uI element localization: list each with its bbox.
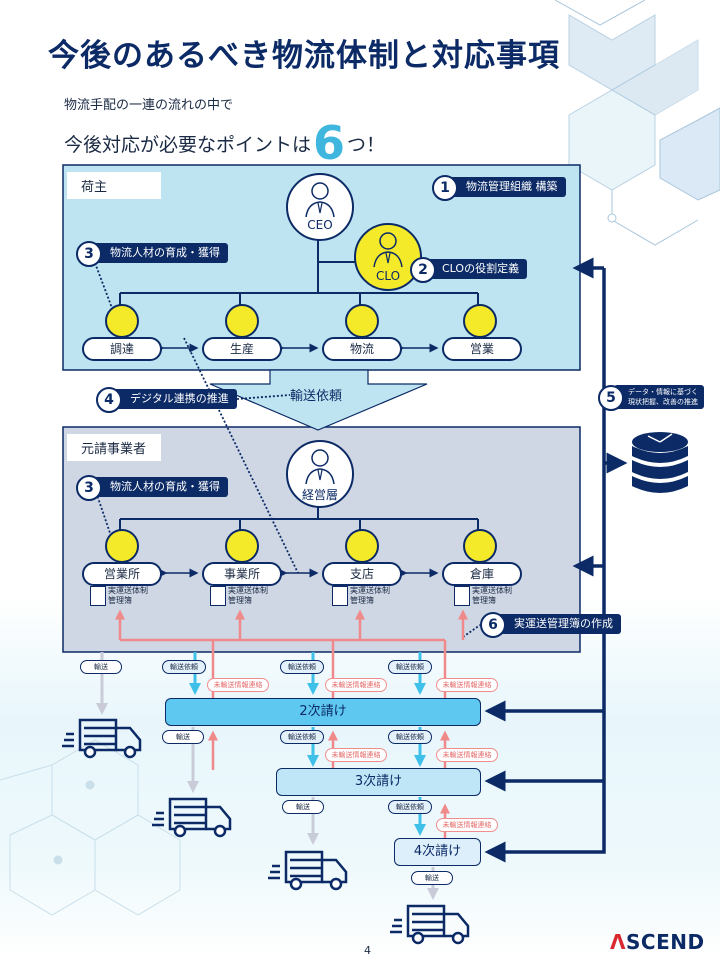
point-6-number: 6: [480, 612, 506, 638]
dept-production: 生産: [202, 337, 282, 361]
document-icon: [210, 586, 226, 606]
database-icon: [632, 432, 688, 493]
dept-logistics: 物流: [322, 337, 402, 361]
shipper-panel-label: 荷主: [67, 172, 161, 199]
transport-label: 輸送: [411, 871, 453, 885]
person-icon: [225, 529, 259, 563]
dept-branch: 支店: [322, 562, 402, 586]
dept-sales: 営業: [442, 337, 522, 361]
point-3-number-shipper: 3: [76, 241, 102, 267]
person-icon: [373, 232, 403, 268]
truck-icon: [152, 797, 232, 838]
tier-4-box: 4次請け: [394, 838, 481, 866]
ledger-label: 実運送体制管理簿: [472, 586, 512, 605]
request-label: 輸送依頼: [388, 800, 432, 814]
person-icon: [305, 182, 335, 218]
truck-icon: [268, 850, 348, 891]
point-count: 6: [313, 116, 346, 170]
transport-label: 輸送: [282, 800, 324, 814]
request-label: 輸送依頼: [388, 660, 432, 674]
person-icon: [225, 304, 259, 338]
info-contact-label: 未輸送情報連絡: [207, 678, 269, 692]
person-icon: [105, 529, 139, 563]
request-label: 輸送依頼: [388, 730, 432, 744]
truck-icon: [62, 718, 142, 759]
document-icon: [332, 586, 348, 606]
page-number: 4: [364, 944, 371, 957]
dept-warehouse: 倉庫: [442, 562, 522, 586]
info-contact-label: 未輸送情報連絡: [436, 678, 498, 692]
tier-3-box: 3次請け: [276, 768, 481, 796]
person-icon: [463, 529, 497, 563]
prime-panel-label: 元請事業者: [67, 434, 161, 461]
dept-business-office: 事業所: [202, 562, 282, 586]
point-1-number: 1: [432, 175, 458, 201]
point-5-line1: データ・情報に基づく: [628, 388, 698, 396]
executive-label: 経営層: [301, 488, 338, 502]
subtitle-suffix: つ！: [347, 134, 386, 156]
request-label: 輸送依頼: [162, 660, 206, 674]
subtitle-line1: 物流手配の一連の流れの中で: [64, 98, 234, 113]
point-2-tag: CLOの役割定義: [424, 259, 528, 279]
point-3-number-prime: 3: [76, 475, 102, 501]
ceo-label: CEO: [307, 218, 333, 232]
transport-label: 輸送: [80, 660, 122, 674]
request-label: 輸送依頼: [280, 660, 324, 674]
info-contact-label: 未輸送情報連絡: [436, 748, 498, 762]
person-icon: [305, 449, 335, 485]
person-icon: [463, 304, 497, 338]
person-icon: [105, 304, 139, 338]
point-1-tag: 物流管理組織 構築: [448, 177, 566, 197]
truck-icon: [390, 904, 470, 945]
tier-2-box: 2次請け: [165, 698, 481, 726]
ledger-label: 実運送体制管理簿: [350, 586, 390, 605]
ledger-label: 実運送体制管理簿: [108, 586, 148, 605]
point-6-tag: 実運送管理簿の作成: [496, 614, 621, 634]
point-3-tag-shipper: 物流人材の育成・獲得: [92, 243, 228, 263]
dept-procurement: 調達: [82, 337, 162, 361]
document-icon: [90, 586, 106, 606]
point-5-line2: 現状把握、改善の推進: [628, 398, 698, 406]
transport-request-label: 輸送依頼: [290, 389, 343, 404]
ledger-label: 実運送体制管理簿: [228, 586, 268, 605]
info-contact-label: 未輸送情報連絡: [436, 818, 498, 832]
point-5-tag: データ・情報に基づく 現状把握、改善の推進: [614, 385, 704, 409]
clo-node: CLO: [354, 223, 422, 291]
point-4-tag: デジタル連携の推進: [112, 389, 237, 409]
hexagon-decoration-top: [554, 0, 720, 246]
transport-label: 輸送: [162, 730, 204, 744]
point-2-number: 2: [410, 257, 436, 283]
person-icon: [345, 304, 379, 338]
ceo-node: CEO: [286, 173, 354, 241]
brand-logo-accent: Λ: [610, 930, 626, 954]
executive-node: 経営層: [286, 440, 354, 508]
info-contact-label: 未輸送情報連絡: [325, 678, 387, 692]
point-3-tag-prime: 物流人材の育成・獲得: [92, 477, 228, 497]
brand-logo-text: SCEND: [625, 930, 705, 954]
subtitle-prefix: 今後対応が必要なポイントは: [64, 134, 312, 156]
brand-logo: ΛSCEND: [610, 930, 705, 954]
point-4-number: 4: [96, 387, 122, 413]
document-icon: [454, 586, 470, 606]
person-icon: [345, 529, 379, 563]
point-5-number: 5: [598, 385, 624, 411]
page-title: 今後のあるべき物流体制と対応事項: [48, 38, 560, 74]
request-label: 輸送依頼: [280, 730, 324, 744]
hexagon-decoration-bottom: [0, 739, 181, 916]
clo-label: CLO: [375, 269, 401, 283]
dept-sales-office: 営業所: [82, 562, 162, 586]
info-contact-label: 未輸送情報連絡: [325, 748, 387, 762]
